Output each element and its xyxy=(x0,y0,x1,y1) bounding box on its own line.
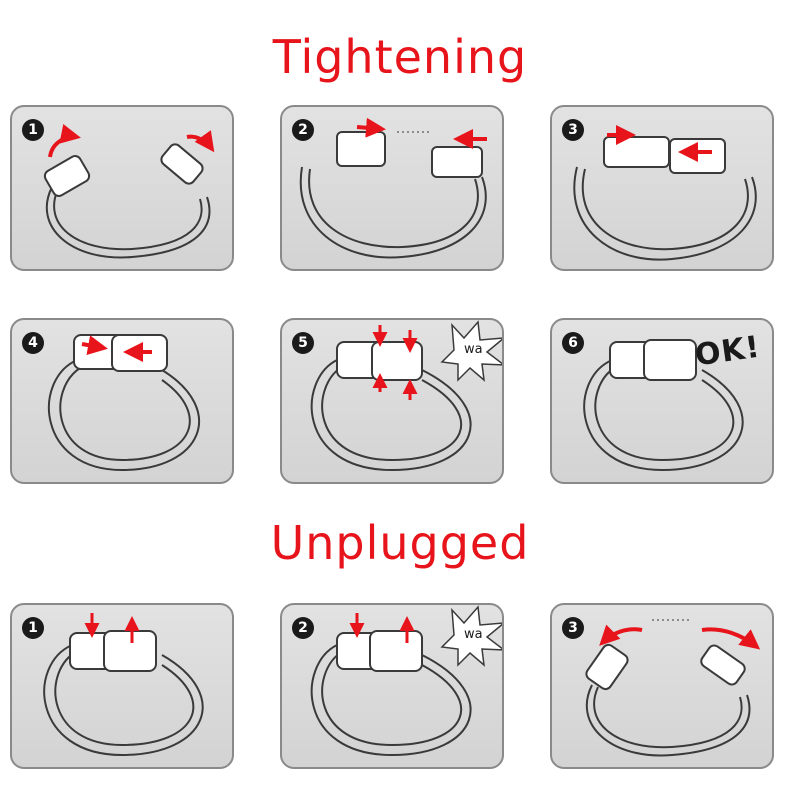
step-number-badge: 1 xyxy=(22,119,44,141)
connectors-insert-illustration xyxy=(573,125,757,261)
closed-bracelet-illustration xyxy=(583,339,744,472)
unplugged-step-3-panel: 3 xyxy=(550,603,774,769)
step-number-badge: 3 xyxy=(562,119,584,141)
step-number-badge: 4 xyxy=(22,332,44,354)
tightening-step-4-panel: 4 xyxy=(10,318,234,484)
connectors-press-illustration xyxy=(310,320,502,472)
connectors-approach-illustration xyxy=(299,117,487,259)
title-tightening: Tightening xyxy=(272,30,528,84)
step-number-badge: 5 xyxy=(292,332,314,354)
unplugged-step-1-panel: 1 xyxy=(10,603,234,769)
step-number-badge: 6 xyxy=(562,332,584,354)
tightening-step-6-panel: 6 OK! xyxy=(550,318,774,484)
tightening-step-3-panel: 3 xyxy=(550,105,774,271)
step-number-badge: 2 xyxy=(292,119,314,141)
title-unplugged: Unplugged xyxy=(270,516,530,570)
open-bracelet-illustration xyxy=(43,124,215,259)
step-number-badge: 2 xyxy=(292,617,314,639)
bracelet-opened-illustration xyxy=(585,619,761,757)
step-number-badge: 1 xyxy=(22,617,44,639)
tightening-step-2-panel: 2 xyxy=(280,105,504,271)
step-number-badge: 3 xyxy=(562,617,584,639)
unplugged-step-2-panel: 2 wa xyxy=(280,603,504,769)
connectors-release-illustration xyxy=(310,605,502,757)
sound-effect-label: wa xyxy=(464,627,483,642)
tightening-step-1-panel: 1 xyxy=(10,105,234,271)
tightening-step-5-panel: 5 wa xyxy=(280,318,504,484)
connectors-joined-illustration xyxy=(47,334,201,472)
sound-effect-label: wa xyxy=(464,342,483,357)
connectors-pull-illustration xyxy=(43,613,204,757)
